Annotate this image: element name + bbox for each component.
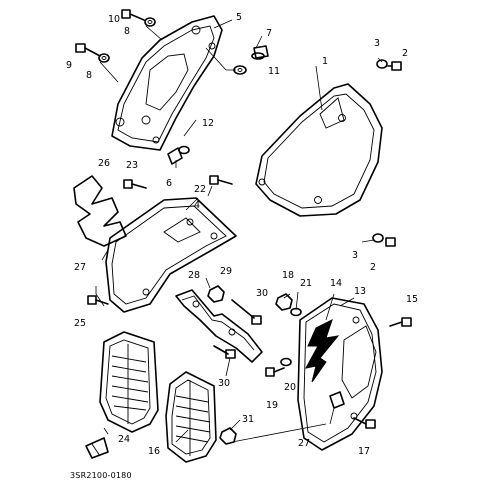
part-2-bolt-upper xyxy=(387,61,402,71)
label-part-24: 24 xyxy=(118,434,130,445)
label-part-28: 28 xyxy=(188,270,200,281)
part-5-air-box-cover xyxy=(111,15,223,151)
label-part-2-lower: 2 xyxy=(370,262,376,273)
label-part-20: 20 xyxy=(284,382,296,393)
part-10-bolt xyxy=(121,9,145,21)
label-part-19: 19 xyxy=(266,400,278,411)
part-1-side-cover xyxy=(255,83,383,217)
part-8-grommet-lower xyxy=(98,53,110,63)
label-part-15: 15 xyxy=(406,294,418,305)
part-18-nut xyxy=(275,293,293,311)
label-part-3-upper: 3 xyxy=(374,38,380,49)
label-part-11: 11 xyxy=(268,66,280,77)
label-part-27-right: 27 xyxy=(298,438,310,449)
label-part-29: 29 xyxy=(220,266,232,277)
part-20-washer xyxy=(280,357,292,367)
part-3-washer-upper xyxy=(376,59,388,69)
diagram-code: 3SR2100-0180 xyxy=(70,471,132,480)
label-part-30-upper: 30 xyxy=(256,288,268,299)
label-part-17: 17 xyxy=(358,446,370,457)
label-part-26: 26 xyxy=(98,158,110,169)
part-2-bolt-lower xyxy=(385,237,396,247)
label-part-27-left: 27 xyxy=(74,262,86,273)
part-4-bolt xyxy=(209,175,233,185)
label-part-5: 5 xyxy=(236,12,242,23)
label-part-7: 7 xyxy=(266,28,272,39)
part-19-bolt xyxy=(265,367,285,377)
label-part-6: 6 xyxy=(166,178,172,189)
label-part-9: 9 xyxy=(66,60,72,71)
label-part-14: 14 xyxy=(330,278,342,289)
label-part-8-upper: 8 xyxy=(124,26,130,37)
part-6-grommet xyxy=(167,145,190,165)
part-17-bolt xyxy=(353,417,376,429)
part-23-bolt xyxy=(123,179,147,189)
label-part-23: 23 xyxy=(126,160,138,171)
label-part-30-lower: 30 xyxy=(218,378,230,389)
label-part-10: 10 xyxy=(108,14,120,25)
label-part-22: 22 xyxy=(194,184,206,195)
part-9-bolt xyxy=(75,43,101,57)
label-part-25: 25 xyxy=(74,318,86,329)
label-part-4: 4 xyxy=(194,200,200,211)
label-part-13: 13 xyxy=(354,286,366,297)
part-number-labels: 10 8 5 7 9 8 11 3 2 1 12 6 26 23 22 4 3 … xyxy=(66,12,418,480)
small-fasteners xyxy=(75,9,412,459)
part-26-decal xyxy=(73,175,127,247)
part-8-grommet-upper xyxy=(144,17,156,27)
label-part-21: 21 xyxy=(300,278,312,289)
part-14-emblem xyxy=(305,319,340,383)
leader-lines xyxy=(95,19,383,443)
label-part-2-upper: 2 xyxy=(402,48,408,59)
part-7-cap xyxy=(251,45,269,60)
label-part-18: 18 xyxy=(282,270,294,281)
label-part-12: 12 xyxy=(202,118,214,129)
part-24-radiator-guard xyxy=(99,331,159,433)
part-30-bolt-upper xyxy=(231,299,262,325)
part-13-number-plate xyxy=(297,297,383,451)
part-15-bolt xyxy=(389,317,412,327)
part-29-nut xyxy=(207,285,225,303)
part-30-bolt-lower xyxy=(213,345,236,359)
label-part-16: 16 xyxy=(148,446,160,457)
label-part-1: 1 xyxy=(322,56,328,67)
part-28-bracket xyxy=(175,289,263,363)
label-part-31: 31 xyxy=(242,414,254,425)
label-part-8-lower: 8 xyxy=(86,70,92,81)
part-16-radiator-guard xyxy=(165,371,217,463)
label-part-3-lower: 3 xyxy=(352,250,358,261)
part-3-washer-lower xyxy=(372,233,384,243)
clip-icon xyxy=(85,437,109,459)
part-27-clip-right xyxy=(329,391,345,409)
part-25-bolt xyxy=(87,295,109,305)
part-22-shroud xyxy=(105,197,237,313)
